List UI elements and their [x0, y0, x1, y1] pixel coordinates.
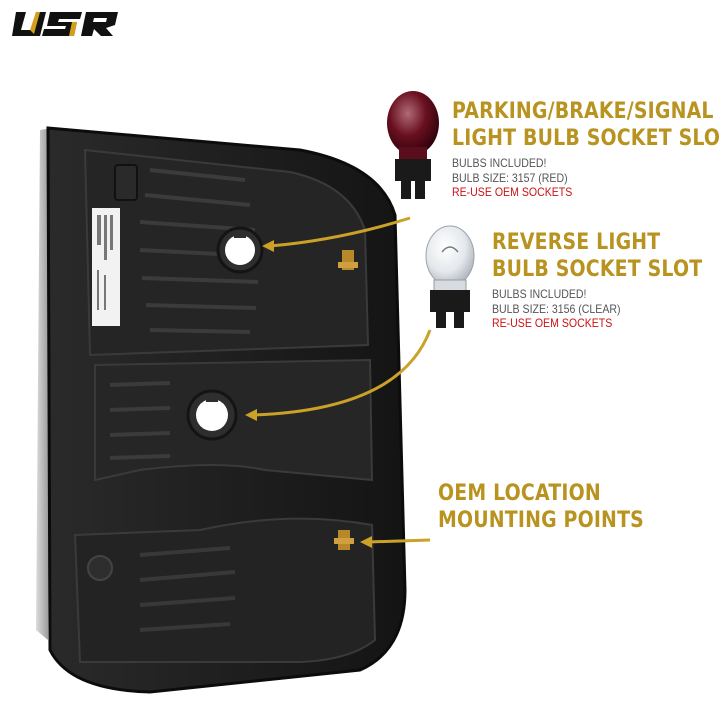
callout-detail: BULBS INCLUDED! [452, 156, 547, 170]
parking-brake-signal-callout: PARKING/BRAKE/SIGNAL LIGHT BULB SOCKET S… [452, 98, 720, 200]
callout-title: OEM LOCATION [438, 481, 601, 506]
red-bulb-icon [387, 91, 439, 199]
reverse-light-callout: REVERSE LIGHT BULB SOCKET SLOT BULBS INC… [492, 229, 720, 331]
callout-title: PARKING/BRAKE/SIGNAL [452, 99, 714, 124]
usr-logo [12, 12, 118, 36]
callout-title: REVERSE LIGHT [492, 230, 661, 255]
callout-detail: BULB SIZE: 3157 (RED) [452, 170, 568, 185]
callout-title: BULB SOCKET SLOT [492, 257, 703, 282]
callout-detail: BULB SIZE: 3156 (CLEAR) [492, 301, 621, 316]
callout-warning: RE-USE OEM SOCKETS [492, 316, 613, 330]
callout-detail: BULBS INCLUDED! [492, 287, 587, 301]
callout-title: MOUNTING POINTS [438, 508, 644, 533]
clear-bulb-icon [425, 225, 475, 328]
callout-title: LIGHT BULB SOCKET SLOT [452, 126, 720, 151]
mounting-points-callout: OEM LOCATION MOUNTING POINTS [438, 480, 677, 534]
callout-warning: RE-USE OEM SOCKETS [452, 185, 573, 199]
